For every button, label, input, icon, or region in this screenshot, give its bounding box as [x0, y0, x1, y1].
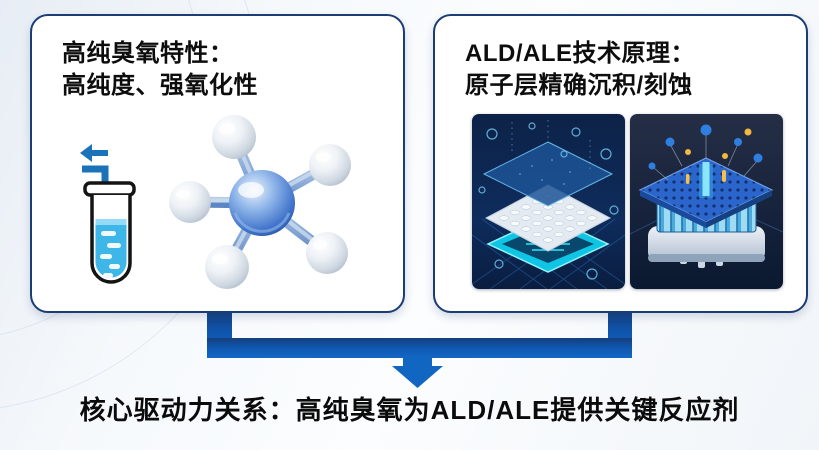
chip-base — [648, 226, 765, 268]
energy-beam — [699, 162, 713, 198]
ald-ale-title-line2: 原子层精确沉积/刻蚀 — [465, 71, 693, 99]
precursor-film — [482, 141, 614, 207]
merge-down-arrow-connector — [207, 310, 632, 388]
ozone-title-line2: 高纯度、强氧化性 — [62, 71, 258, 99]
particle-traces — [653, 132, 759, 181]
ale-etching-image — [630, 114, 783, 289]
ald-ale-title-line1: ALD/ALE技术原理： — [465, 40, 695, 67]
ald-ale-card-title: ALD/ALE技术原理： 原子层精确沉积/刻蚀 — [465, 38, 695, 101]
ozone-card-title: 高纯臭氧特性： 高纯度、强氧化性 — [62, 38, 258, 101]
ozone-molecule-icon — [162, 100, 392, 304]
ozone-title-line1: 高纯臭氧特性： — [62, 40, 234, 67]
outlet-pipe — [82, 165, 109, 186]
technology-images — [472, 114, 783, 289]
ald-ale-card: ALD/ALE技术原理： 原子层精确沉积/刻蚀 — [433, 14, 808, 313]
particles — [648, 124, 763, 184]
central-atom — [229, 170, 295, 236]
atom-layer — [484, 184, 612, 252]
bubbles — [100, 231, 121, 278]
core-relationship-caption: 核心驱动力关系：高纯臭氧为ALD/ALE提供关键反应剂 — [79, 395, 740, 425]
flow-arrow-icon — [80, 144, 108, 162]
gas-molecules — [478, 122, 619, 280]
ald-deposition-image — [472, 114, 625, 289]
test-tube-icon — [78, 126, 150, 286]
oxygen-atoms — [169, 115, 351, 289]
ozone-properties-card: 高纯臭氧特性： 高纯度、强氧化性 — [30, 14, 405, 313]
